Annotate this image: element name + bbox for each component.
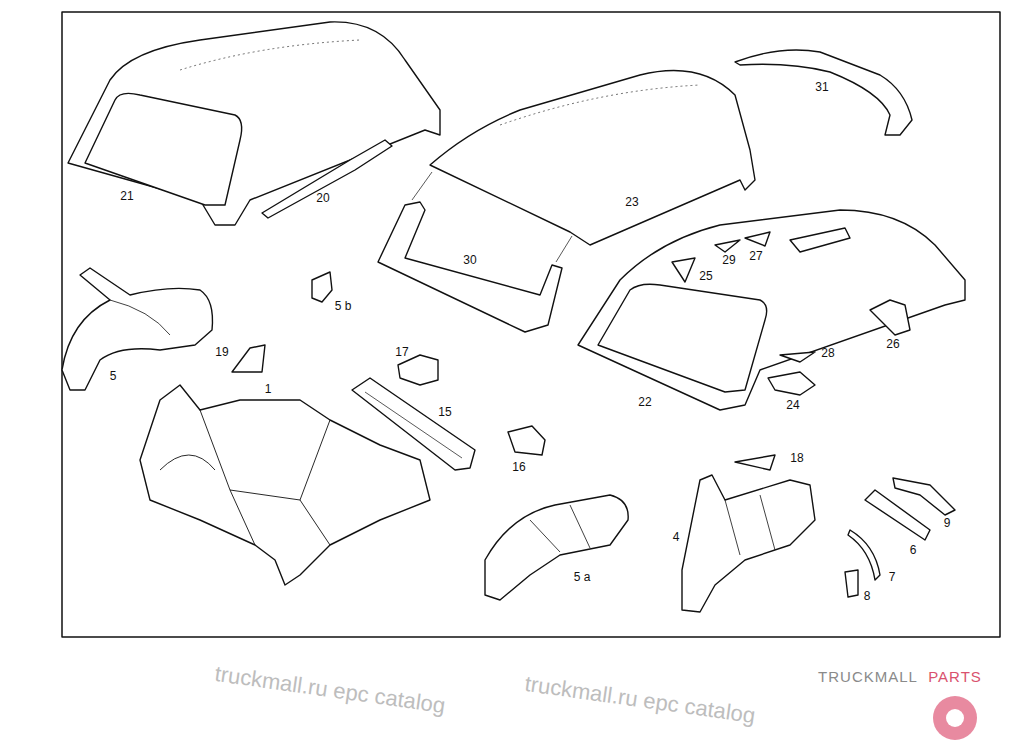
callout-number: 25 xyxy=(699,270,712,282)
roof-strip xyxy=(262,140,392,218)
watermark: truckmall.ru epc catalog xyxy=(523,673,756,727)
bracket xyxy=(672,258,695,282)
callout-number: 15 xyxy=(438,406,451,418)
clip xyxy=(845,570,858,597)
bracket xyxy=(870,300,910,335)
callout-number: 26 xyxy=(886,338,899,350)
rear-body-assembly xyxy=(140,385,430,585)
window-opening xyxy=(85,93,242,205)
callout-number: 16 xyxy=(512,461,525,473)
roof-panel xyxy=(430,71,755,246)
wheel-housing xyxy=(62,268,213,390)
watermark: truckmall.ru epc catalog xyxy=(213,663,446,717)
bracket xyxy=(715,240,740,252)
logo-text: TRUCKMALL xyxy=(818,669,918,684)
callout-number: 4 xyxy=(673,531,680,543)
callout-number: 8 xyxy=(864,590,871,602)
callout-number: 1 xyxy=(265,383,272,395)
callout-number: 19 xyxy=(215,346,228,358)
callout-number: 24 xyxy=(786,399,799,411)
callout-number: 5 xyxy=(110,370,117,382)
bracket xyxy=(312,272,332,302)
callout-number: 6 xyxy=(910,544,917,556)
bracket xyxy=(768,372,815,395)
callout-number: 23 xyxy=(625,196,638,208)
logo-text: PARTS xyxy=(928,669,982,684)
sunroof-opening xyxy=(790,228,850,252)
callout-number: 7 xyxy=(889,571,896,583)
end-cap xyxy=(508,426,545,455)
callout-number: 5 a xyxy=(574,571,591,583)
hardtop xyxy=(68,22,440,225)
window-frame xyxy=(378,202,562,332)
callout-number: 18 xyxy=(790,452,803,464)
callout-number: 21 xyxy=(120,190,133,202)
gusset xyxy=(232,345,265,372)
wheel-housing xyxy=(485,495,628,600)
gusset xyxy=(735,455,775,470)
gusset xyxy=(780,352,815,362)
callout-number: 17 xyxy=(395,346,408,358)
rear-roof-section xyxy=(735,50,912,135)
callout-number: 29 xyxy=(722,254,735,266)
wheel-housing xyxy=(682,475,815,612)
window-opening xyxy=(598,284,767,392)
callout-number: 22 xyxy=(638,396,651,408)
sunroof-panel xyxy=(578,210,965,410)
callout-number: 9 xyxy=(944,517,951,529)
callout-number: 31 xyxy=(815,81,828,93)
bracket xyxy=(865,490,930,540)
logo-gear xyxy=(933,696,977,740)
callout-number: 28 xyxy=(821,347,834,359)
end-cap xyxy=(398,355,438,385)
bracket xyxy=(745,232,770,246)
callout-number: 27 xyxy=(749,250,762,262)
callout-number: 5 b xyxy=(335,300,352,312)
callout-number: 30 xyxy=(463,254,476,266)
callout-number: 20 xyxy=(316,192,329,204)
frame xyxy=(62,12,1000,637)
